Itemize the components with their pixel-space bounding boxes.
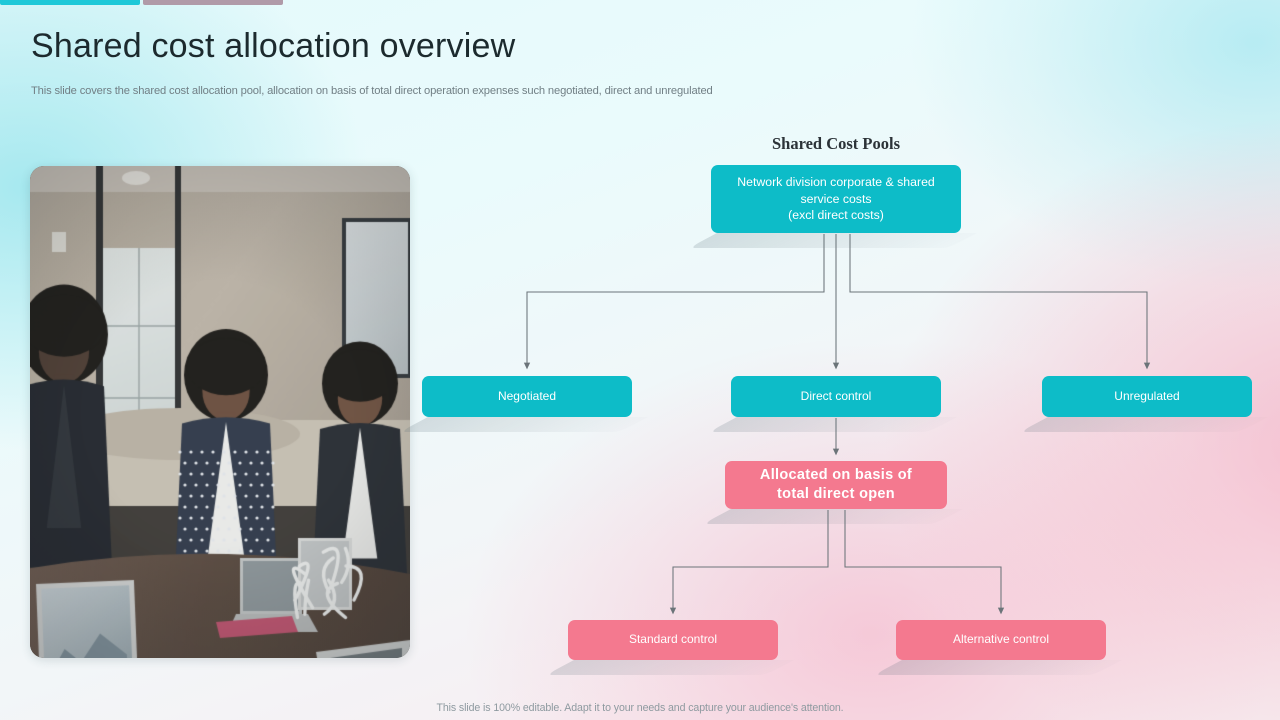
node-allocated-label: Allocated on basis of total direct open xyxy=(760,466,912,505)
accent-bar-mauve xyxy=(143,0,283,5)
node-root-label: Network division corporate & shared serv… xyxy=(737,174,935,223)
node-root-line1: Network division corporate & shared xyxy=(737,175,935,190)
node-unregulated[interactable]: Unregulated xyxy=(1042,376,1252,417)
accent-bar-teal xyxy=(0,0,140,5)
node-direct-control-label: Direct control xyxy=(800,388,872,403)
node-allocated[interactable]: Allocated on basis of total direct open xyxy=(725,461,947,509)
meeting-photo-canvas xyxy=(30,166,410,658)
meeting-photo xyxy=(30,166,410,658)
footer-note: This slide is 100% editable. Adapt it to… xyxy=(436,702,844,714)
page-subtitle: This slide covers the shared cost alloca… xyxy=(31,85,713,97)
node-allocated-line2: total direct open xyxy=(777,486,895,502)
node-standard-control-label: Standard control xyxy=(628,632,718,647)
node-unregulated-label: Unregulated xyxy=(1114,388,1180,403)
node-negotiated[interactable]: Negotiated xyxy=(422,376,632,417)
node-alternative-control[interactable]: Alternative control xyxy=(896,620,1106,660)
node-negotiated-label: Negotiated xyxy=(497,388,557,403)
node-root[interactable]: Network division corporate & shared serv… xyxy=(711,165,961,233)
node-alternative-control-label: Alternative control xyxy=(952,632,1050,647)
node-direct-control[interactable]: Direct control xyxy=(731,376,941,417)
node-root-line3: (excl direct costs) xyxy=(788,208,884,223)
diagram-heading: Shared Cost Pools xyxy=(771,134,901,153)
node-allocated-line1: Allocated on basis of xyxy=(759,466,913,483)
node-root-line2: service costs xyxy=(800,191,872,206)
page-title: Shared cost allocation overview xyxy=(31,27,516,65)
node-standard-control[interactable]: Standard control xyxy=(568,620,778,660)
